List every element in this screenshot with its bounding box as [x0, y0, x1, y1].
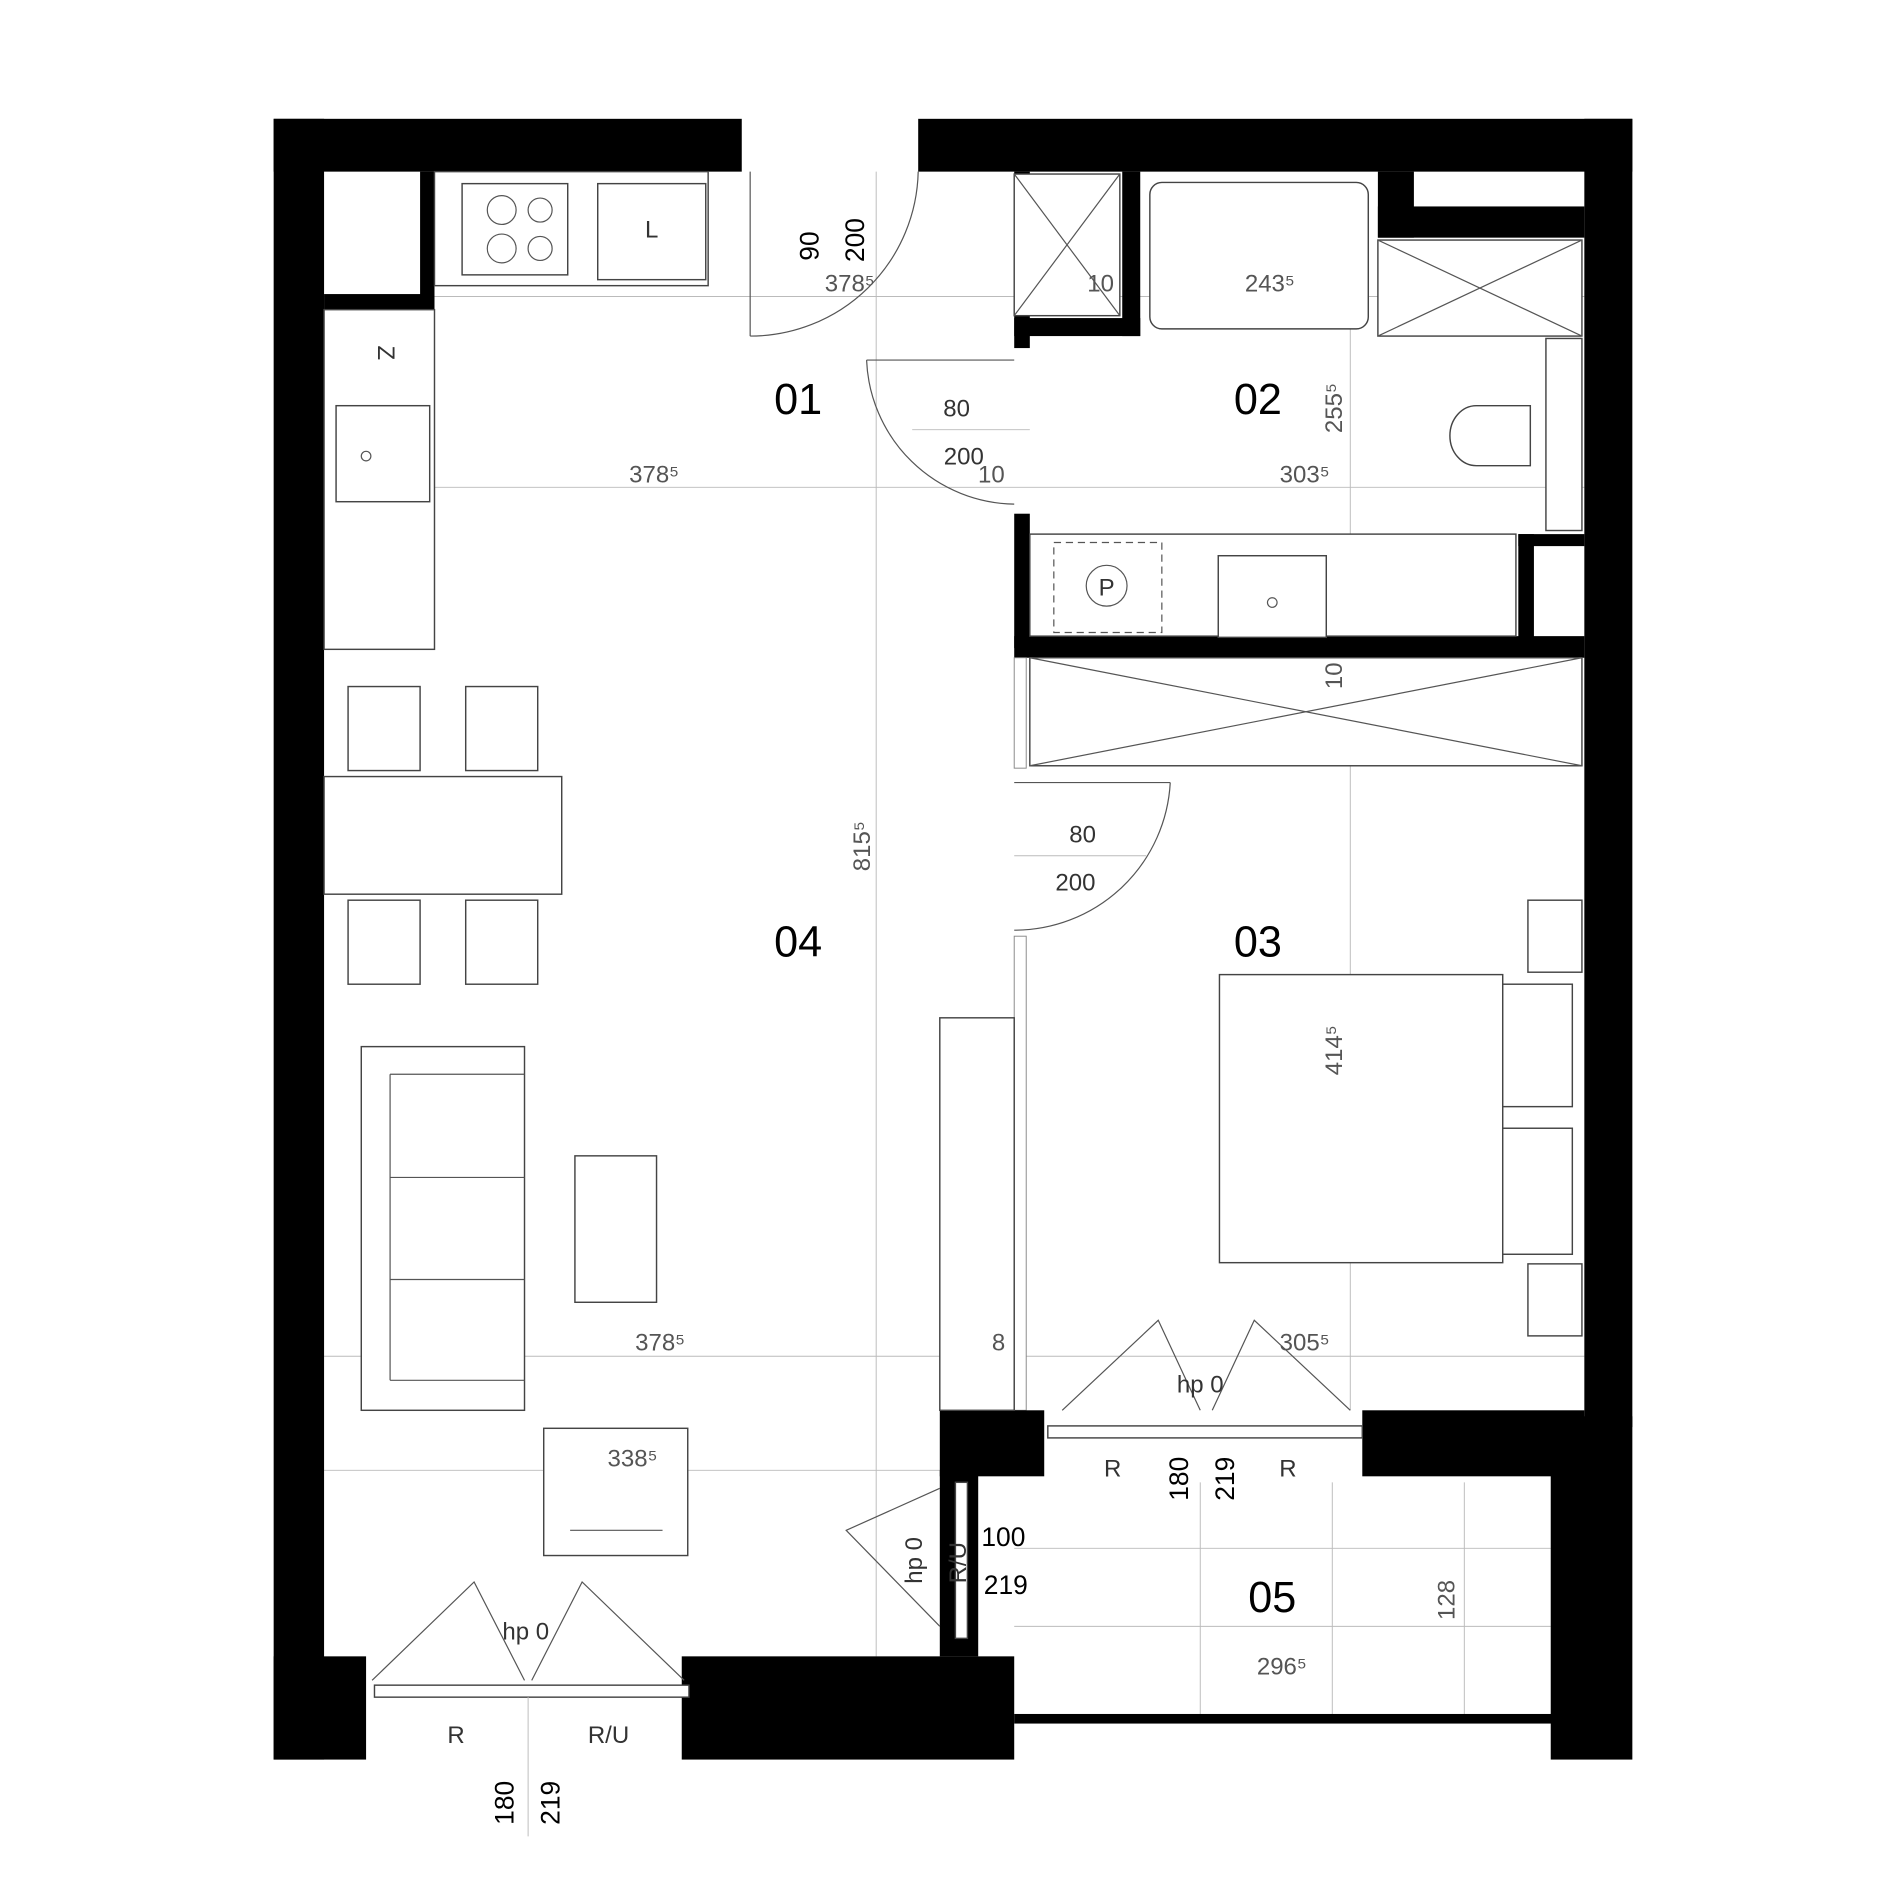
- living-window-left: R: [447, 1722, 464, 1749]
- fridge-label: Z: [372, 346, 399, 361]
- sink-unit: [597, 182, 707, 281]
- bed: [1218, 973, 1504, 1264]
- room-label-02: 02: [1234, 376, 1282, 424]
- bathtub: [1149, 181, 1370, 330]
- dim-hall-width: 378⁵: [629, 462, 679, 489]
- dim-bathroom-height: 255⁵: [1321, 383, 1348, 433]
- dim-bedroom-door-height: 200: [1055, 870, 1095, 897]
- stove-icon: [461, 182, 569, 276]
- doors: [371, 171, 1364, 1698]
- boiler-label: P: [1099, 574, 1115, 601]
- coffee-table: [574, 1155, 658, 1303]
- living-window-width: 180: [490, 1781, 520, 1825]
- dim-balcony-depth: 128: [1434, 1580, 1461, 1620]
- tv-cabinet: [939, 1017, 1015, 1412]
- furniture: [323, 170, 1583, 1557]
- wash-basin: [1217, 554, 1328, 639]
- boiler-area: [1053, 541, 1163, 634]
- room-label-04: 04: [774, 919, 822, 967]
- balcony-door: [954, 1481, 969, 1640]
- dim-living-width-2: 338⁵: [608, 1446, 658, 1473]
- living-window-right: R/U: [588, 1722, 629, 1749]
- dim-bathroom-width: 303⁵: [1280, 462, 1330, 489]
- room-label-01: 01: [774, 376, 822, 424]
- bedroom-window-left: R: [1104, 1455, 1121, 1482]
- sink-label: L: [645, 217, 658, 244]
- dim-wall-thickness: 10: [978, 462, 1005, 489]
- dim-bedroom-door-width: 80: [1069, 822, 1096, 849]
- dining-table: [323, 775, 563, 895]
- dim-wall-p: 10: [1321, 662, 1348, 689]
- bedroom-window-width: 180: [1164, 1457, 1194, 1501]
- dim-door-height: 200: [944, 443, 984, 470]
- dim-bedroom-width: 305⁵: [1280, 1329, 1330, 1356]
- dim-bath-width: 243⁵: [1245, 271, 1295, 298]
- room-label-03: 03: [1234, 919, 1282, 967]
- dim-balcony-width: 296⁵: [1257, 1653, 1307, 1680]
- bedroom-window-sill: hp 0: [1177, 1371, 1224, 1398]
- kitchen-sink-icon: [335, 404, 431, 503]
- dim-living-height: 815⁵: [849, 821, 876, 871]
- bedroom-window: [1047, 1425, 1364, 1439]
- toilet-icon: [1449, 404, 1532, 467]
- dim-living-width: 378⁵: [635, 1329, 685, 1356]
- living-window-height: 219: [535, 1781, 565, 1825]
- entry-door-width: 90: [795, 231, 825, 260]
- dim-wall-8: 8: [992, 1329, 1005, 1356]
- balcony-door-width: 100: [981, 1522, 1025, 1552]
- balcony-door-sill: hp 0: [901, 1537, 928, 1584]
- living-window: [373, 1684, 690, 1698]
- balcony-door-type: R/U: [945, 1542, 972, 1583]
- bedroom-window-height: 219: [1210, 1457, 1240, 1501]
- dim-shower-gap: 10: [1087, 271, 1114, 298]
- living-window-sill: hp 0: [502, 1619, 549, 1646]
- room-label-05: 05: [1248, 1574, 1296, 1622]
- dim-kitchen-width: 378⁵: [825, 271, 875, 298]
- walls: [273, 118, 1633, 1760]
- sofa: [360, 1045, 526, 1412]
- armchair: [542, 1427, 689, 1557]
- entry-door-height: 200: [840, 218, 870, 262]
- bedroom-window-right: R: [1279, 1455, 1296, 1482]
- dim-door-width: 80: [943, 395, 970, 422]
- dim-bedroom-height: 414⁵: [1321, 1025, 1348, 1075]
- balcony-door-height: 219: [984, 1570, 1028, 1600]
